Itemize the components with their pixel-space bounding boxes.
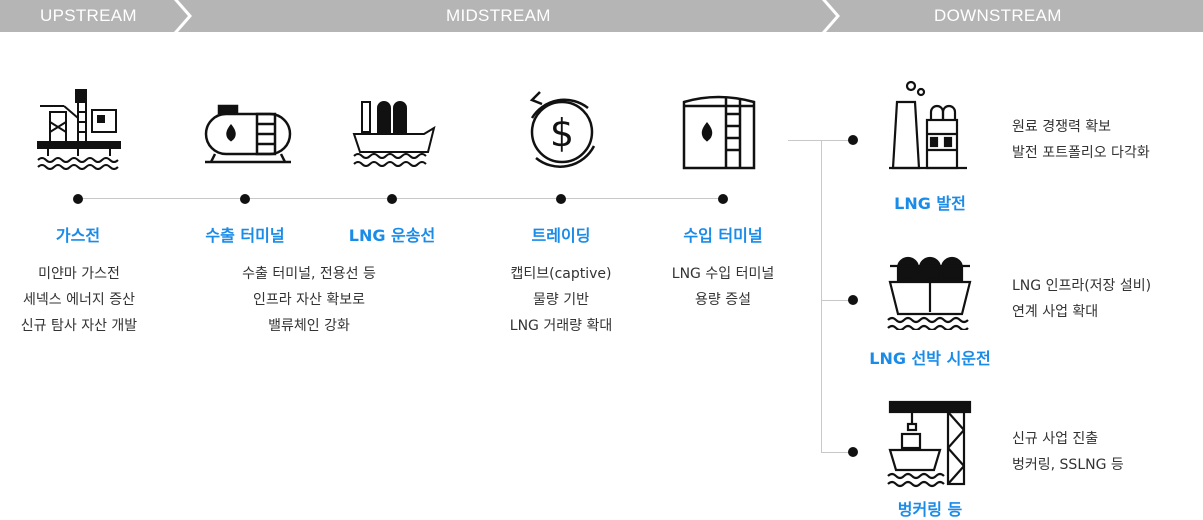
stage-upstream: UPSTREAM (40, 6, 137, 25)
stage-band (0, 0, 1203, 32)
branch-vertical (821, 140, 822, 452)
crane-ship-icon (887, 400, 972, 488)
flow-title-2: 수출 터미널 (205, 226, 285, 245)
flow-line-end (563, 198, 723, 199)
branch-line (788, 140, 822, 141)
branch-3 (821, 452, 853, 453)
power-plant-icon (889, 80, 967, 170)
branch-dot-3 (848, 447, 858, 457)
svg-text:$: $ (550, 111, 574, 155)
downstream-desc-2: LNG 인프라(저장 설비) 연계 사업 확대 (1012, 278, 1152, 320)
flow-dot-2 (240, 194, 250, 204)
flow-title-1: 가스전 (55, 226, 101, 245)
flow-title-3: LNG 운송선 (348, 226, 436, 245)
flow-desc-4: 캡티브(captive) 물량 기반 LNG 거래량 확대 (509, 266, 613, 334)
flow-desc-5: LNG 수입 터미널 용량 증설 (671, 266, 775, 308)
flow-dot-1 (73, 194, 83, 204)
branch-dot-2 (848, 295, 858, 305)
ship-icon (887, 256, 972, 330)
flow-title-5: 수입 터미널 (683, 226, 763, 245)
branch-2 (821, 300, 853, 301)
stage-midstream: MIDSTREAM (446, 6, 551, 25)
downstream-desc-3: 신규 사업 진출 벙커링, SSLNG 등 (1012, 431, 1124, 473)
dollar-cycle-icon: $ (529, 91, 596, 168)
flow-dot-5 (718, 194, 728, 204)
downstream-title-1: LNG 발전 (894, 194, 966, 213)
flow-desc-1: 미얀마 가스전 세넥스 에너지 증산 신규 탐사 자산 개발 (20, 266, 138, 334)
flow-dot-3 (387, 194, 397, 204)
downstream-desc-1: 원료 경쟁력 확보 발전 포트폴리오 다각화 (1012, 119, 1150, 161)
lng-carrier-icon (352, 101, 436, 167)
flow-line (78, 198, 563, 199)
oil-tank-icon (204, 104, 292, 164)
flow-desc-2: 수출 터미널, 전용선 등 인프라 자산 확보로 밸류체인 강화 (242, 266, 376, 334)
branch-1 (821, 140, 853, 141)
flow-dot-4 (556, 194, 566, 204)
storage-tank-icon (682, 95, 756, 170)
downstream-title-2: LNG 선박 시운전 (869, 349, 991, 368)
offshore-platform-icon (37, 89, 121, 170)
stage-downstream: DOWNSTREAM (934, 6, 1062, 25)
downstream-title-3: 벙커링 등 (897, 500, 963, 519)
branch-dot-1 (848, 135, 858, 145)
flow-title-4: 트레이딩 (531, 226, 591, 245)
